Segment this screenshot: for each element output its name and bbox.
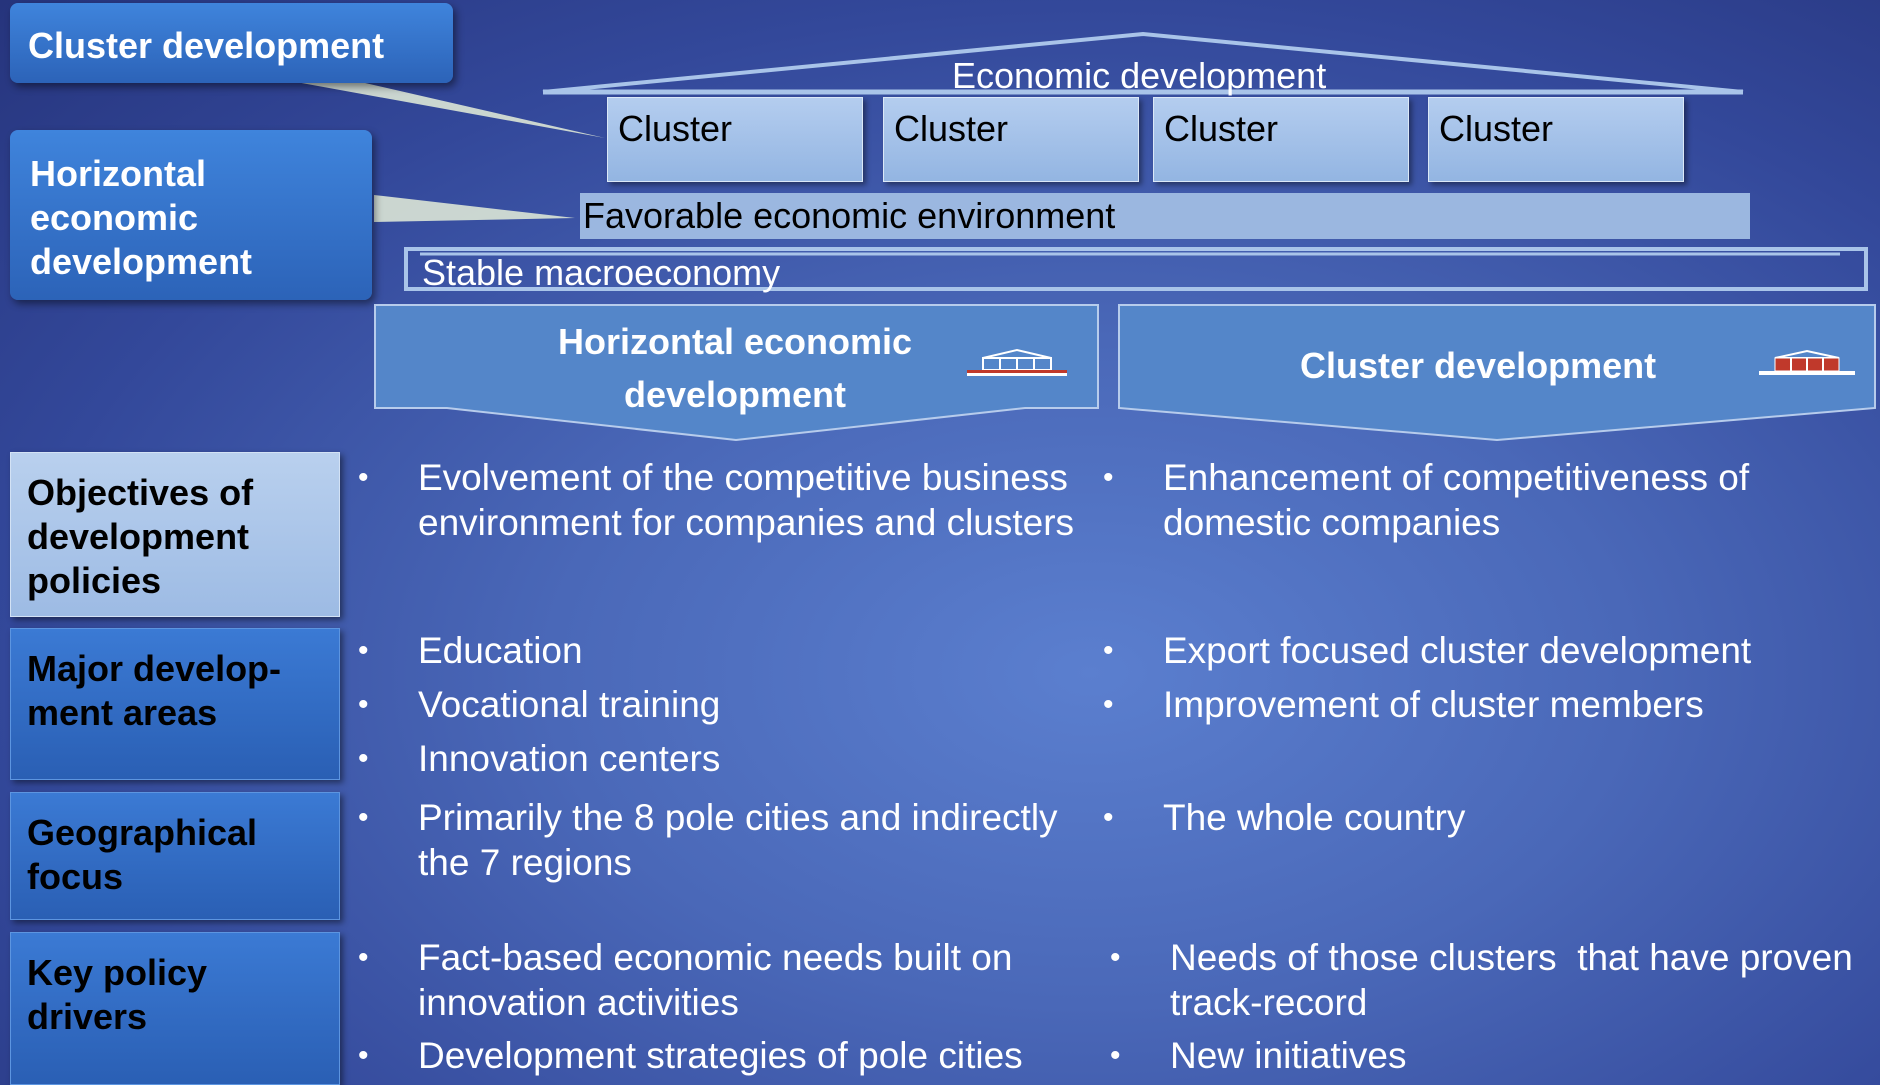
bullet-marker: •: [358, 688, 369, 721]
cluster-box-1: Cluster: [607, 97, 863, 182]
bullet-marker: •: [1103, 688, 1114, 721]
row-label-geographical-focus: Geographical focus: [10, 792, 340, 920]
row-objectives-line2: development: [27, 516, 250, 557]
bullet-marker: •: [1103, 461, 1114, 494]
bullet-marker: •: [358, 742, 369, 775]
left-key1-line1: Fact-based economic needs built on: [418, 937, 1013, 978]
cluster-development-callout-label: Cluster development: [28, 25, 385, 66]
favorable-environment-bar: Favorable economic environment: [580, 193, 1750, 239]
bullet-marker: •: [1103, 634, 1114, 667]
row-objectives-line3: policies: [27, 560, 162, 601]
cluster-box-4: Cluster: [1428, 97, 1684, 182]
left-key1-line2: innovation activities: [418, 982, 739, 1023]
bullet-marker: •: [358, 461, 369, 494]
bullet-marker: •: [1110, 941, 1121, 974]
house-red-icon: [1759, 349, 1855, 375]
row-geo-line1: Geographical: [27, 812, 258, 853]
left-geo-text: Primarily the 8 pole cities and indirect…: [418, 795, 1058, 885]
right-key-text-1: Needs of those clusters that have proven…: [1170, 935, 1853, 1025]
left-objectives-line1: Evolvement of the competitive business: [418, 457, 1068, 498]
row-geo-line2: focus: [27, 856, 124, 897]
header-chevrons: [374, 304, 1876, 442]
right-major-item-2: Improvement of cluster members: [1163, 684, 1704, 725]
roof-label: Economic development: [952, 55, 1327, 96]
right-objectives-text: Enhancement of competitiveness of domest…: [1163, 455, 1749, 545]
callout-connectors: [285, 80, 605, 222]
bullet-marker: •: [358, 941, 369, 974]
bullet-marker: •: [1103, 801, 1114, 834]
left-key-text-1: Fact-based economic needs built on innov…: [418, 935, 1012, 1025]
left-header-line2: development: [623, 374, 847, 415]
right-header-chevron: [1118, 304, 1876, 442]
left-geo-line2: the 7 regions: [418, 842, 632, 883]
right-objectives-line1: Enhancement of competitiveness of: [1163, 457, 1750, 498]
right-key1-line1: Needs of those clusters that have proven: [1170, 937, 1853, 978]
stable-macroeconomy-label: Stable macroeconomy: [422, 252, 781, 293]
right-header-title: Cluster development: [1300, 345, 1657, 386]
row-label-objectives: Objectives of development policies: [10, 452, 340, 617]
cluster-label: Cluster: [1164, 108, 1279, 149]
right-key-text-2: New initiatives: [1170, 1035, 1407, 1076]
cluster-box-2: Cluster: [883, 97, 1139, 182]
row-major-line2: ment areas: [27, 692, 218, 733]
cluster-development-callout: Cluster development: [10, 3, 453, 83]
cluster-label: Cluster: [894, 108, 1009, 149]
row-label-major-areas: Major develop- ment areas: [10, 628, 340, 780]
horizontal-callout-wedge: [374, 195, 575, 222]
bullet-marker: •: [1110, 1039, 1121, 1072]
left-major-item-3: Innovation centers: [418, 738, 721, 779]
horizontal-callout-line3: development: [30, 241, 253, 282]
right-geo-text: The whole country: [1163, 797, 1466, 838]
horizontal-callout-line2: economic: [30, 197, 199, 238]
row-major-line1: Major develop-: [27, 648, 282, 689]
left-header-line1: Horizontal economic: [557, 321, 913, 362]
cluster-label: Cluster: [1439, 108, 1554, 149]
horizontal-callout-line1: Horizontal: [30, 153, 206, 194]
house-roof: [542, 31, 1744, 95]
left-objectives-line2: environment for companies and clusters: [418, 502, 1075, 543]
bullet-marker: •: [358, 634, 369, 667]
right-objectives-line2: domestic companies: [1163, 502, 1501, 543]
cluster-box-3: Cluster: [1153, 97, 1409, 182]
left-header-title: Horizontal economic development: [475, 315, 995, 421]
left-objectives-text: Evolvement of the competitive business e…: [418, 455, 1074, 545]
left-geo-line1: Primarily the 8 pole cities and indirect…: [418, 797, 1058, 838]
left-key-text-2: Development strategies of pole cities: [418, 1035, 1023, 1076]
right-major-item-1: Export focused cluster development: [1163, 630, 1752, 671]
left-header-chevron: [374, 304, 1099, 442]
house-outline-icon: [967, 348, 1067, 376]
cluster-callout-wedge: [285, 80, 605, 138]
row-objectives-line1: Objectives of: [27, 472, 254, 513]
favorable-environment-label: Favorable economic environment: [583, 195, 1116, 236]
bullet-marker: •: [358, 801, 369, 834]
left-major-item-1: Education: [418, 630, 583, 671]
row-key-line2: drivers: [27, 996, 148, 1037]
row-key-line1: Key policy: [27, 952, 208, 993]
foundation-frame: [404, 247, 1868, 291]
bullet-marker: •: [358, 1039, 369, 1072]
left-major-item-2: Vocational training: [418, 684, 721, 725]
row-label-key-policy-drivers: Key policy drivers: [10, 932, 340, 1085]
right-key1-line2: track-record: [1170, 982, 1368, 1023]
horizontal-development-callout: Horizontal economic development: [10, 130, 372, 300]
cluster-label: Cluster: [618, 108, 733, 149]
